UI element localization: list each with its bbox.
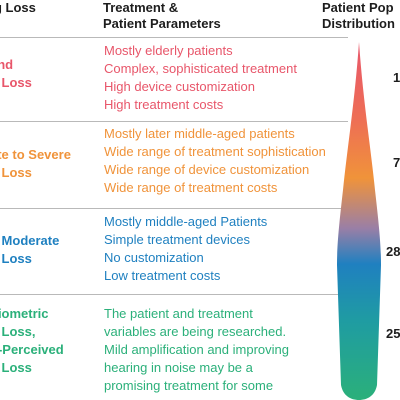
row-3-label-line: o Moderate (0, 233, 60, 248)
row-4-parameter: promising treatment for some (104, 378, 274, 393)
row-divider (0, 121, 348, 122)
row-1-parameter: High treatment costs (104, 97, 224, 112)
row-1-parameter: High device customization (104, 79, 256, 94)
row-4-parameter: variables are being researched. (104, 324, 287, 339)
row-divider (0, 37, 348, 38)
row-2-label-line: g Loss (0, 165, 32, 180)
row-4-parameter: Mild amplification and improving (104, 342, 289, 357)
row-4-percentage: 25 (386, 326, 400, 341)
row-4-label-line: g Loss (0, 360, 32, 375)
row-4-parameter: hearing in noise may be a (104, 360, 253, 375)
column-header-treatment-line1: Treatment & (103, 0, 179, 15)
row-2-parameter: Wide range of device customization (104, 162, 310, 177)
row-2-parameters: Mostly later middle-aged patients Wide r… (104, 125, 326, 197)
column-header-distribution-line1: Patient Pop (322, 0, 394, 15)
row-3-parameter: Mostly middle-aged Patients (104, 214, 268, 229)
row-3-parameter: Simple treatment devices (104, 232, 250, 247)
row-3-label-line: g Loss (0, 251, 32, 266)
column-header-distribution: Patient Pop Distribution (322, 0, 395, 32)
row-3-label: o Moderate g Loss (0, 232, 59, 268)
row-1-label: and g Loss (0, 56, 32, 92)
row-2-parameter: Wide range of treatment costs (104, 180, 278, 195)
row-1-label-line: and (0, 57, 14, 72)
row-3-parameter: Low treatment costs (104, 268, 221, 283)
row-2-label: ate to Severe g Loss (0, 146, 71, 182)
row-1-label-line: g Loss (0, 75, 32, 90)
row-divider (0, 208, 348, 209)
row-2-parameter: Wide range of treatment sophistication (104, 144, 326, 159)
column-header-treatment-line2: Patient Parameters (103, 16, 221, 31)
row-4-label: diometric g Loss, lf-Perceived g Loss (0, 305, 64, 377)
column-header-distribution-line2: Distribution (322, 16, 395, 31)
column-header-treatment: Treatment & Patient Parameters (103, 0, 221, 32)
row-2-percentage: 7 (393, 155, 400, 170)
row-1-percentage: 1 (393, 70, 400, 85)
row-4-label-line: diometric (0, 306, 49, 321)
column-header-hearing-loss: g Loss (0, 0, 36, 15)
row-4-parameters: The patient and treatment variables are … (104, 305, 289, 395)
row-3-parameters: Mostly middle-aged Patients Simple treat… (104, 213, 267, 285)
row-3-parameter: No customization (104, 250, 204, 265)
row-1-parameter: Complex, sophisticated treatment (104, 61, 297, 76)
row-2-parameter: Mostly later middle-aged patients (104, 126, 295, 141)
population-distribution-shape (337, 42, 381, 400)
row-2-label-line: ate to Severe (0, 147, 71, 162)
row-3-percentage: 28 (386, 244, 400, 259)
row-1-parameter: Mostly elderly patients (104, 43, 233, 58)
row-4-label-line: g Loss, (0, 324, 36, 339)
row-4-parameter: The patient and treatment (104, 306, 253, 321)
row-4-label-line: lf-Perceived (0, 342, 64, 357)
row-1-parameters: Mostly elderly patients Complex, sophist… (104, 42, 297, 114)
row-divider (0, 294, 348, 295)
